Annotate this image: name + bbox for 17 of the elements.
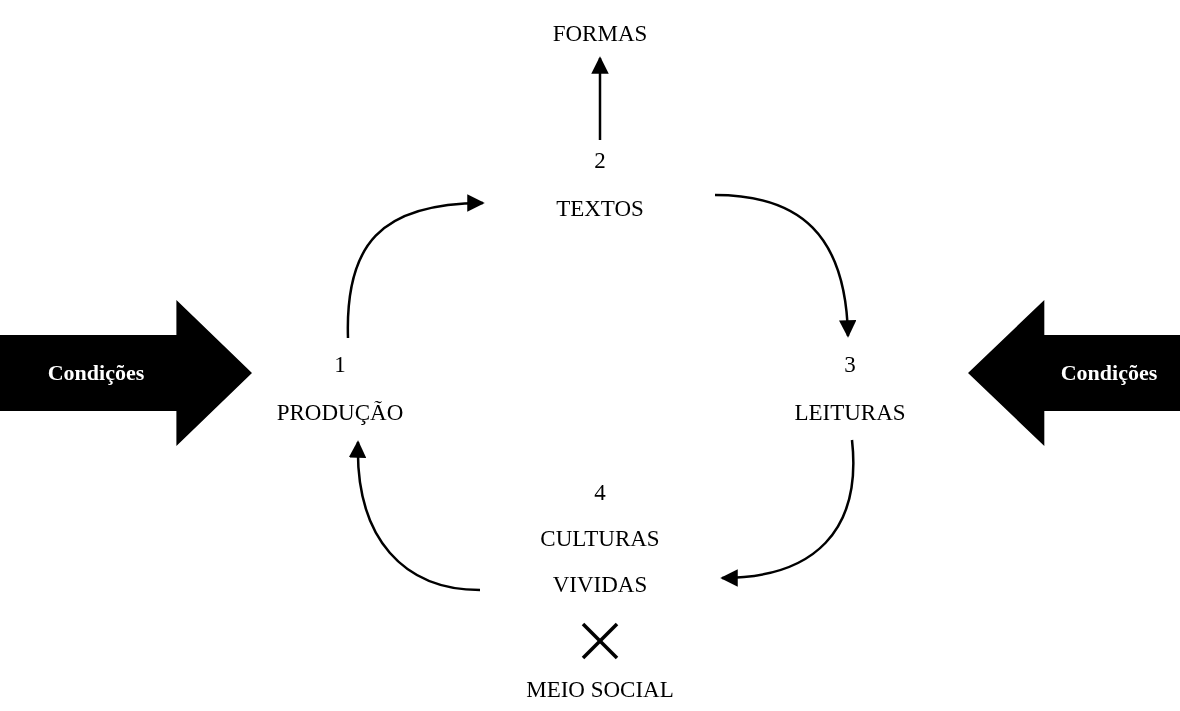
stage-label: TEXTOS [556, 195, 644, 223]
stage-label: MEIO SOCIAL [526, 676, 674, 704]
arrow [591, 56, 609, 140]
arrow-label: Condições [47, 359, 145, 387]
step-number: 3 [844, 351, 856, 379]
stage-label: PRODUÇÃO [276, 399, 404, 427]
arrow [720, 439, 855, 587]
arrow [714, 193, 856, 338]
arrow [346, 194, 485, 338]
stage-label: LEITURAS [794, 399, 906, 427]
step-number: 4 [594, 479, 606, 507]
arrow [349, 440, 481, 592]
stage-label: FORMAS [552, 20, 648, 48]
arrow-label: Condições [1060, 359, 1158, 387]
stage-label: CULTURAS VIVIDAS [539, 525, 661, 599]
step-number: 2 [594, 147, 606, 175]
step-number: 1 [334, 351, 346, 379]
